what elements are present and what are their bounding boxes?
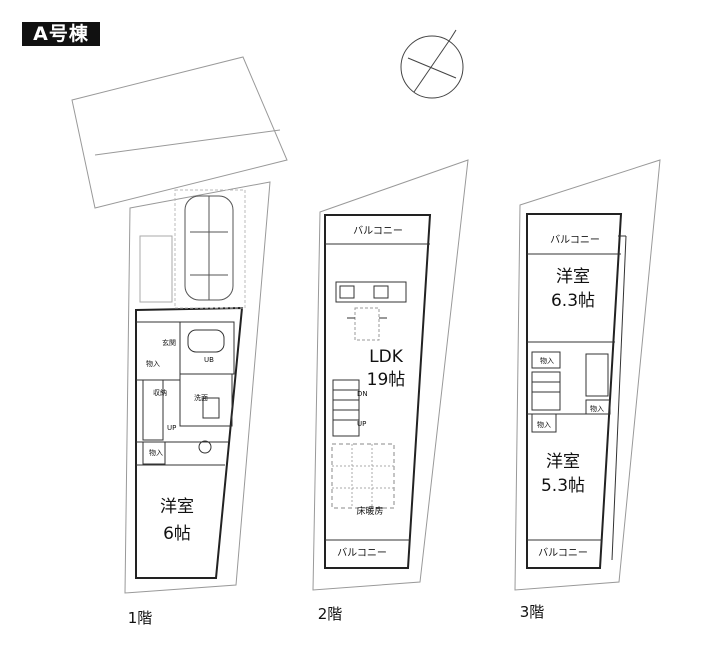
floor2-up-label: UP	[357, 420, 366, 428]
floor1-room-name: 洋室	[160, 497, 194, 517]
floor1-ub-label: UB	[204, 356, 214, 364]
floor2-floor-heating-label: 床暖房	[356, 505, 383, 517]
floor3-balcony-top-label: バルコニー	[550, 234, 600, 246]
floor2-balcony-bottom-label: バルコニー	[337, 547, 387, 559]
floor1-room-size: 6帖	[163, 524, 191, 544]
floor2-label: 2階	[318, 605, 343, 623]
floor3-room1-size: 6.3帖	[551, 291, 595, 311]
floor3-closet-1-label: 物入	[540, 356, 554, 365]
floor2-dn-label: DN	[357, 390, 368, 398]
floor2-room-name: LDK	[369, 347, 404, 367]
building-label: A号棟	[22, 22, 100, 46]
floor1-wash-label: 洗面	[194, 393, 208, 402]
floor-2-plan	[312, 159, 469, 591]
floor1-closet-2-label: 物入	[146, 359, 160, 368]
floor2-balcony-top-label: バルコニー	[353, 225, 403, 237]
floor3-closet-3-label: 物入	[537, 420, 551, 429]
floor3-room1-name: 洋室	[556, 267, 590, 287]
floor1-closet-1-label: 物入	[149, 448, 163, 457]
floor3-room2-name: 洋室	[546, 452, 580, 472]
floor2-room-size: 19帖	[367, 370, 406, 390]
floor3-room2-size: 5.3帖	[541, 476, 585, 496]
floor3-label: 3階	[520, 603, 545, 621]
north-compass-icon	[400, 29, 464, 99]
floor-1-plan	[124, 181, 271, 594]
floor1-storage-label: 収納	[153, 388, 167, 397]
car-icon	[184, 195, 234, 301]
floor-3-plan	[514, 159, 661, 591]
floor3-balcony-bottom-label: バルコニー	[538, 547, 588, 559]
neighbor-lot	[71, 56, 288, 209]
floor1-label: 1階	[128, 609, 153, 627]
floor3-closet-2-label: 物入	[590, 404, 604, 413]
floor1-up-label: UP	[167, 424, 176, 432]
floor1-entrance-label: 玄関	[162, 338, 176, 347]
